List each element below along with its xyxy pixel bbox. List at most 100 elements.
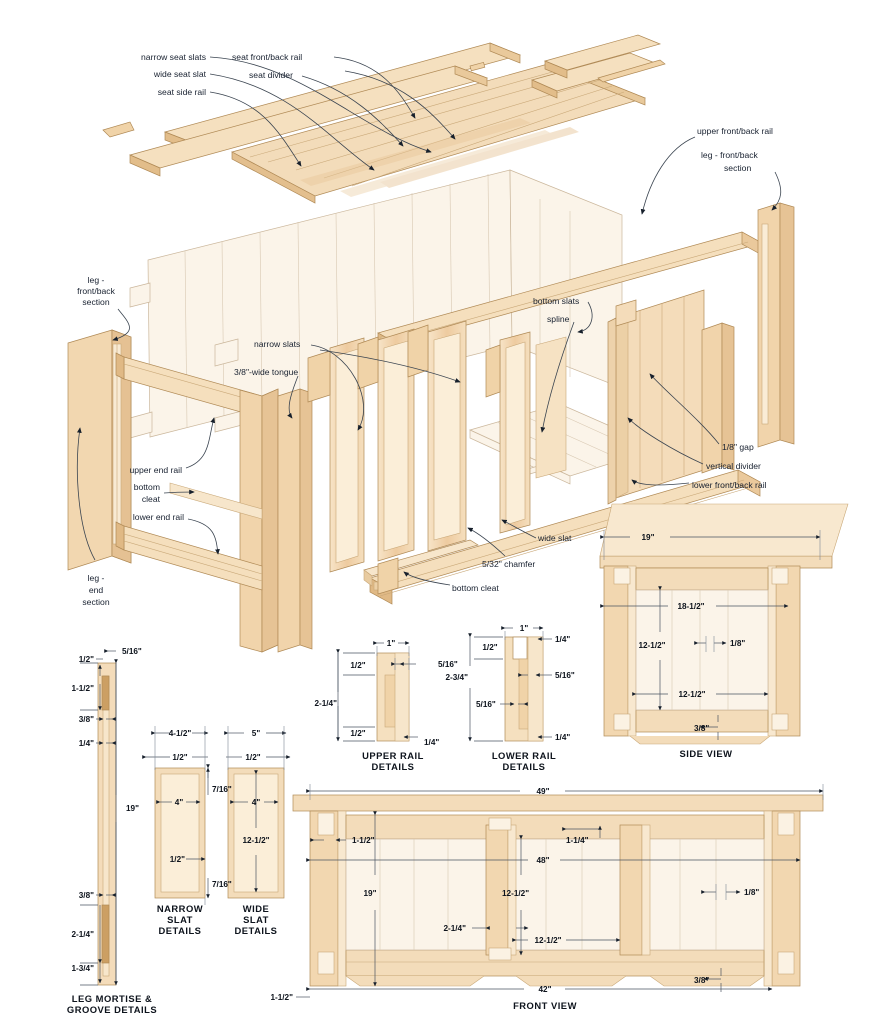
front-view-drawing xyxy=(292,784,824,998)
dim-lm-1-75: 1-3/4" xyxy=(71,964,94,973)
callout-lower-front-back-rail: lower front/back rail xyxy=(692,480,767,490)
narrow-slats-group xyxy=(307,320,467,573)
callout-leg-front-back-section-right-2: section xyxy=(724,163,751,173)
callout-wide-slat: wide slat xyxy=(537,533,572,543)
dim-lr-bottom-quarter: 1/4" xyxy=(555,733,570,742)
dim-lm-38-bot: 3/8" xyxy=(79,891,94,900)
callout-seat-front-back-rail: seat front/back rail xyxy=(232,52,302,62)
lower-rail-title-1: LOWER RAIL xyxy=(492,750,556,761)
body-callout-leaders xyxy=(76,136,782,586)
dim-lm-38-top: 3/8" xyxy=(79,715,94,724)
callout-leg-end-section-1: leg - xyxy=(88,573,105,583)
dim-fv-18: 1/8" xyxy=(744,888,759,897)
dim-ns-4-5: 4-1/2" xyxy=(169,729,192,738)
dim-fv-42: 42" xyxy=(539,985,552,994)
dim-lm-14: 1/4" xyxy=(79,739,94,748)
dim-lr-quarter: 1/4" xyxy=(555,635,570,644)
dim-ws-12-5: 12-1/2" xyxy=(242,836,269,845)
upper-rail-detail-drawing: UPPER RAIL DETAILS xyxy=(336,641,424,772)
narrow-slat-title-3: DETAILS xyxy=(159,925,202,936)
wide-slat-title-3: DETAILS xyxy=(235,925,278,936)
callout-gap-eighth: 1/8" gap xyxy=(722,442,754,452)
lower-rail-title-2: DETAILS xyxy=(503,761,546,772)
dim-ur-bottom-quarter: 1/4" xyxy=(424,738,439,747)
callout-leg-end-section-2: end xyxy=(89,585,104,595)
callout-upper-end-rail: upper end rail xyxy=(129,465,182,475)
vertical-divider-part xyxy=(607,289,705,505)
front-view-title: FRONT VIEW xyxy=(513,1000,577,1011)
wide-slat-part xyxy=(363,331,567,595)
dim-sv-18: 1/8" xyxy=(730,639,745,648)
callout-leg-front-back-section-right-1: leg - front/back xyxy=(701,150,759,160)
callout-seat-divider: seat divider xyxy=(249,70,293,80)
callout-lower-end-rail: lower end rail xyxy=(133,512,184,522)
dim-ns-716-bot: 7/16" xyxy=(212,880,232,889)
dim-ws-4: 4" xyxy=(252,798,261,807)
callout-wide-seat-slat: wide seat slat xyxy=(153,69,207,79)
dim-lr-516-right: 5/16" xyxy=(555,671,575,680)
dim-fv-48: 48" xyxy=(537,856,550,865)
dimension-text-layer: 1" 1/2" 5/16" 2-1/4" 1/2" 1/4" 1" 1/4" 1… xyxy=(71,533,759,1011)
dim-ur-left-half: 1/2" xyxy=(350,661,365,670)
dim-lm-19: 19" xyxy=(126,804,139,813)
dim-lr-height: 2-3/4" xyxy=(445,673,468,682)
leg-front-back-section-part xyxy=(67,329,132,571)
dim-fv-2-25: 2-1/4" xyxy=(443,924,466,933)
dim-sv-12-5-v: 12-1/2" xyxy=(638,641,665,650)
callout-leg-front-back-left-3: section xyxy=(82,297,109,307)
seat-assembly-illustration xyxy=(102,34,666,204)
dim-lr-half: 1/2" xyxy=(482,643,497,652)
dim-fv-12-5-v: 12-1/2" xyxy=(502,889,529,898)
side-view-drawing xyxy=(599,503,849,745)
dim-ns-4: 4" xyxy=(175,798,184,807)
end-frame-assembly xyxy=(115,352,279,653)
callout-text-layer: narrow seat slats wide seat slat seat si… xyxy=(77,52,773,607)
dim-sv-18-5: 18-1/2" xyxy=(677,602,704,611)
leg-end-section-part xyxy=(277,388,313,653)
dim-fv-38: 3/8" xyxy=(694,976,709,985)
callout-leg-end-section-3: section xyxy=(82,597,109,607)
side-view-title: SIDE VIEW xyxy=(680,748,733,759)
dim-sv-12-5-h: 12-1/2" xyxy=(678,690,705,699)
leg-mortise-title-1: LEG MORTISE & xyxy=(72,993,152,1004)
dim-ns-716-top: 7/16" xyxy=(212,785,232,794)
narrow-slat-title-2: SLAT xyxy=(167,914,193,925)
callout-leg-front-back-left-1: leg - xyxy=(88,275,105,285)
leg-mortise-detail-drawing: LEG MORTISE & GROOVE DETAILS xyxy=(67,649,157,1015)
narrow-slat-detail-drawing: NARROW SLAT DETAILS xyxy=(142,726,210,936)
dim-ur-bottom-half: 1/2" xyxy=(350,729,365,738)
leg-mortise-title-2: GROOVE DETAILS xyxy=(67,1004,157,1015)
callout-upper-front-back-rail: upper front/back rail xyxy=(697,126,773,136)
dim-lm-516: 5/16" xyxy=(122,647,142,656)
dim-lm-half: 1/2" xyxy=(79,655,94,664)
dim-ur-right-516: 5/16" xyxy=(438,660,458,669)
dim-lr-top-width: 1" xyxy=(520,624,529,633)
callout-bottom-cleat-left-1: bottom xyxy=(134,482,160,492)
dim-sv-19: 19" xyxy=(642,533,655,542)
callout-tongue-width: 3/8"-wide tongue xyxy=(234,367,298,377)
dim-sv-38: 3/8" xyxy=(694,724,709,733)
seat-callout-leaders xyxy=(209,56,456,171)
callout-seat-side-rail: seat side rail xyxy=(158,87,206,97)
dim-fv-1-5-top: 1-1/2" xyxy=(352,836,375,845)
lower-rail-detail-drawing: LOWER RAIL DETAILS xyxy=(468,626,556,772)
dim-fv-12-5-h: 12-1/2" xyxy=(534,936,561,945)
callout-spline: spline xyxy=(547,314,570,324)
dim-ur-top-width: 1" xyxy=(387,639,396,648)
wide-slat-title-2: SLAT xyxy=(243,914,269,925)
callout-bottom-cleat-left-2: cleat xyxy=(142,494,161,504)
dim-lr-516-left: 5/16" xyxy=(476,700,496,709)
narrow-slat-title-1: NARROW xyxy=(157,903,203,914)
wide-slat-detail-drawing: WIDE SLAT DETAILS xyxy=(224,726,291,936)
callout-narrow-seat-slats: narrow seat slats xyxy=(141,52,206,62)
callout-bottom-cleat-mid: bottom cleat xyxy=(452,583,499,593)
dim-lm-2-25: 2-1/4" xyxy=(71,930,94,939)
callout-bottom-slats: bottom slats xyxy=(533,296,579,306)
callout-leg-front-back-left-2: front/back xyxy=(77,286,115,296)
upper-rail-title-1: UPPER RAIL xyxy=(362,750,424,761)
dim-ns-half-top: 1/2" xyxy=(172,753,187,762)
dim-fv-1-5-bot: 1-1/2" xyxy=(270,993,293,1002)
dim-ns-half-bot: 1/2" xyxy=(170,855,185,864)
